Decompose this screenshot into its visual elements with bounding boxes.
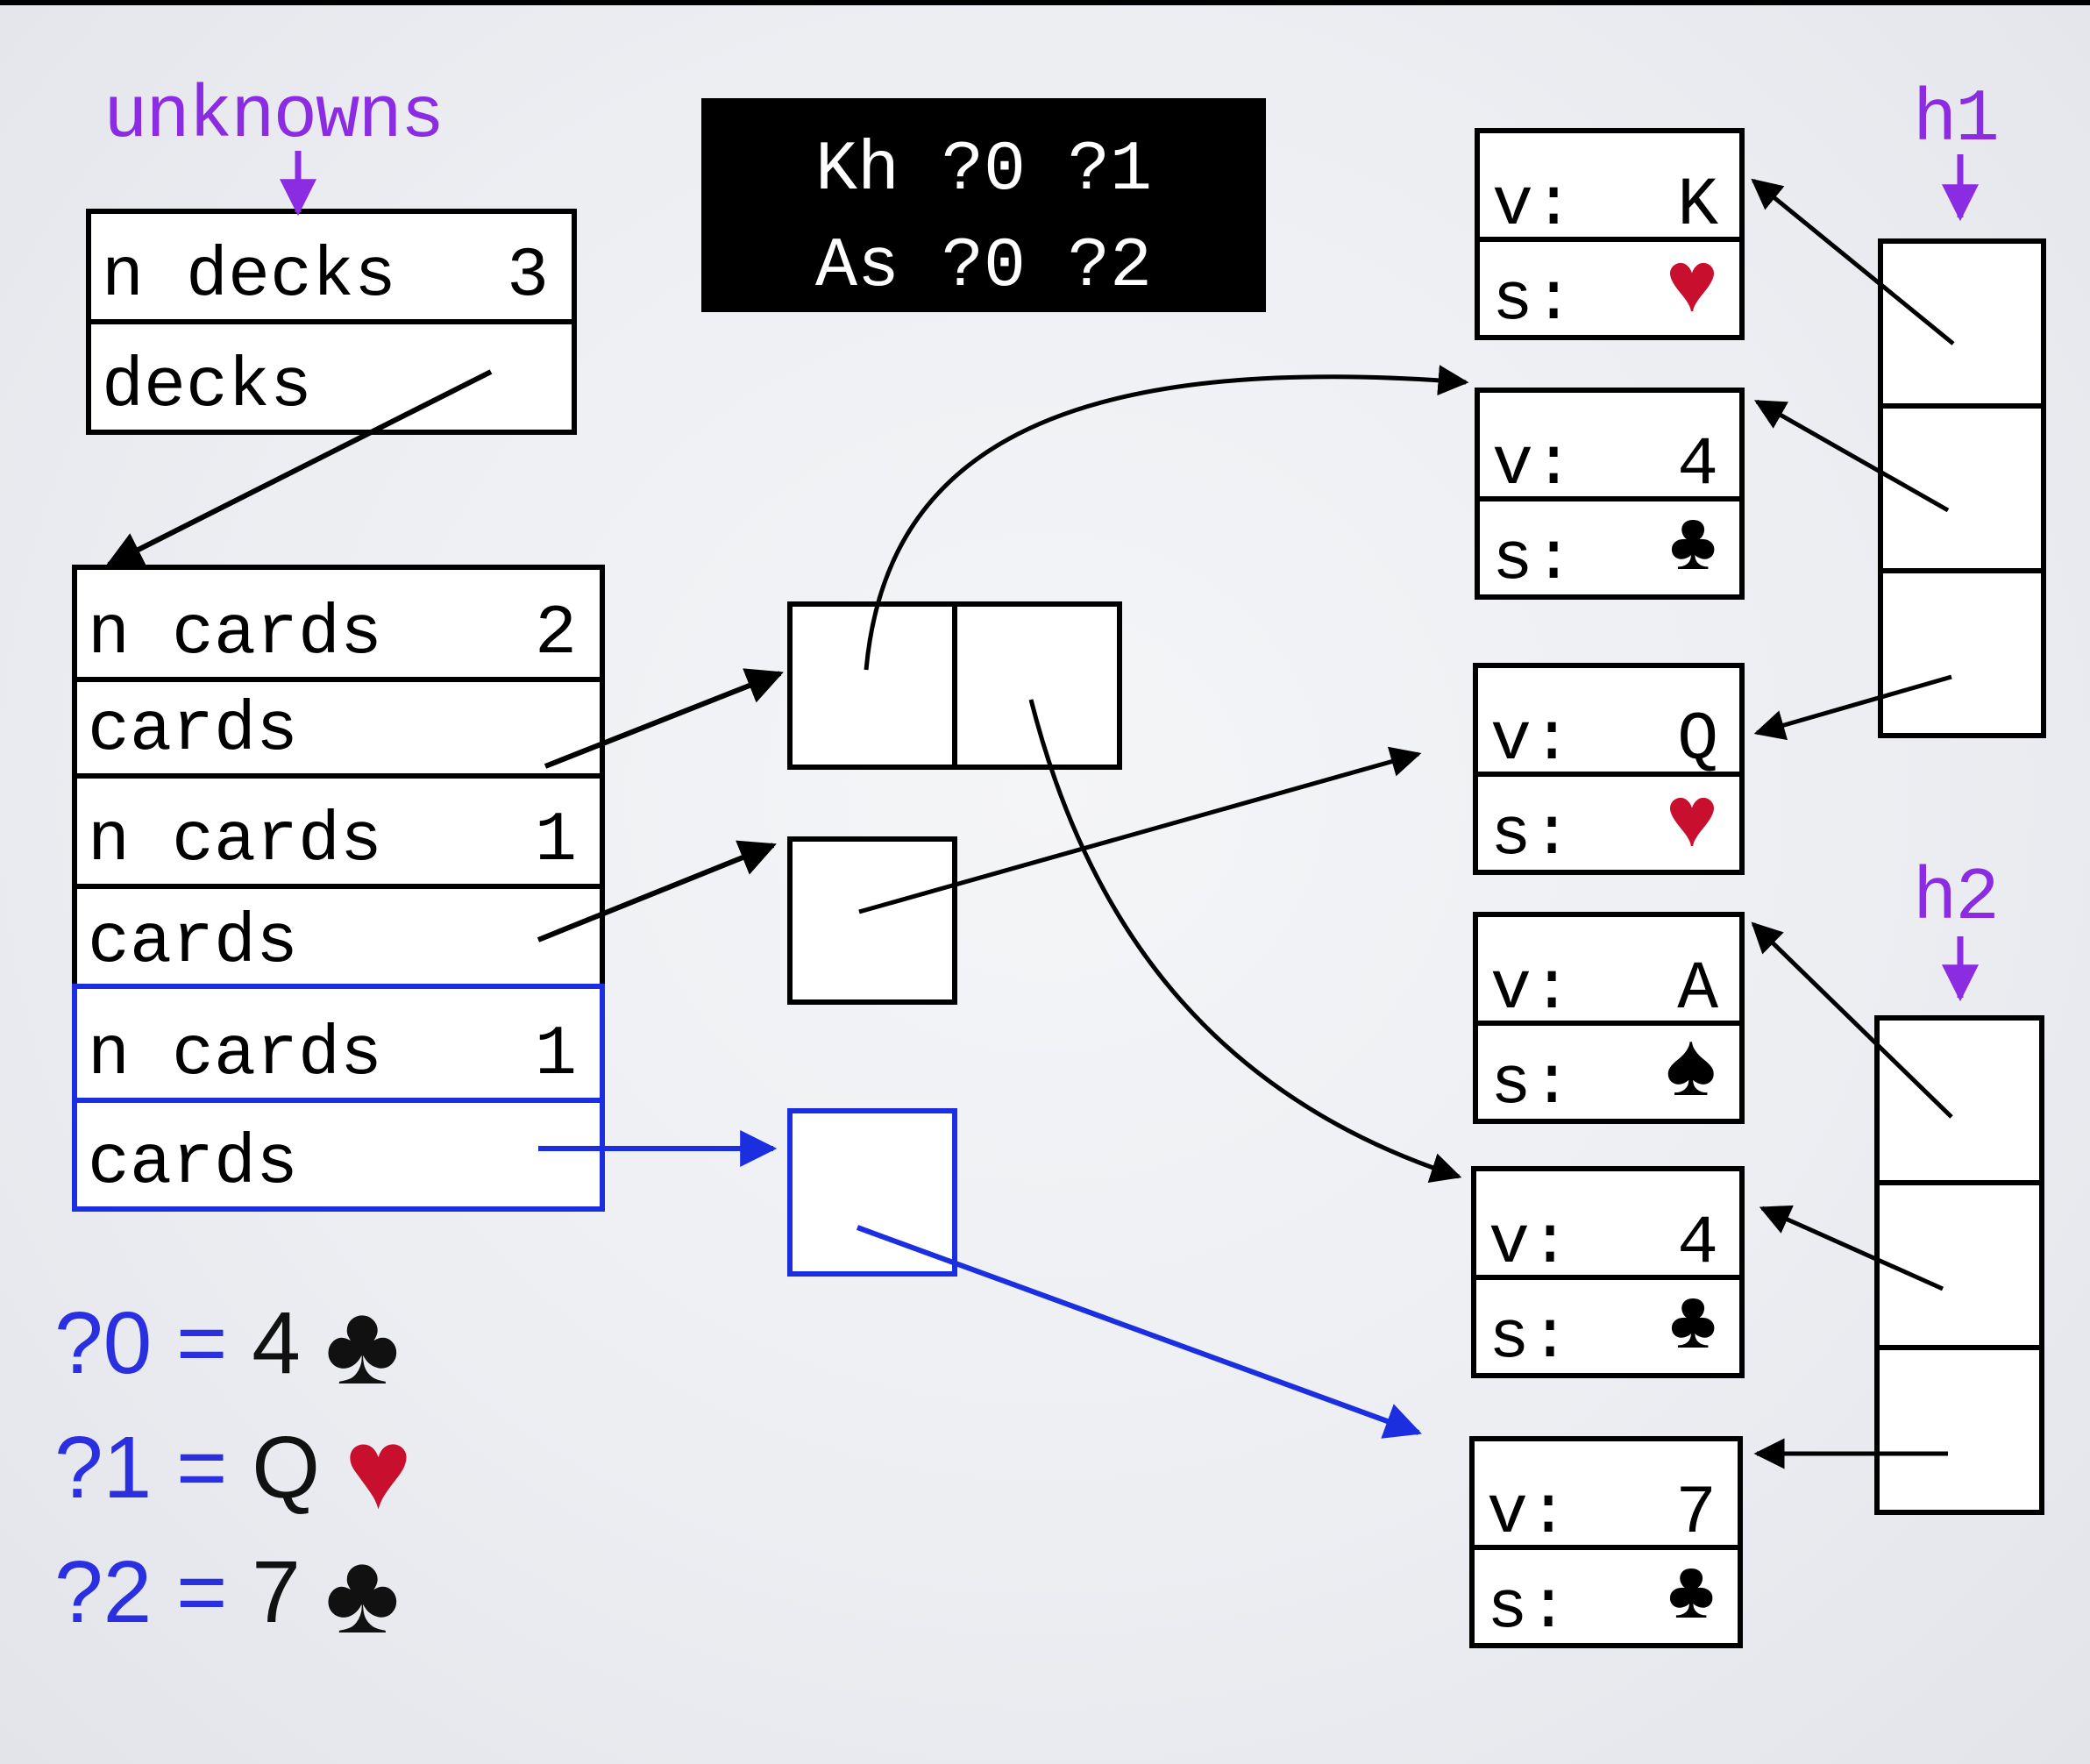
deck-1-cards-label: cards <box>88 903 299 983</box>
n-decks-cell: n decks 3 <box>86 209 577 324</box>
spade-icon: ♠ <box>1663 1020 1718 1123</box>
deck-1-card-0-arrow <box>858 746 1422 914</box>
heart-icon: ♥ <box>1665 774 1718 873</box>
card-0: v: K s: ♥ <box>1475 128 1745 340</box>
deck-0-n-cards-label: n cards <box>88 594 383 674</box>
deck-0-card-0-arrow <box>864 365 1469 671</box>
top-bar <box>0 0 2090 5</box>
card-0-value: K <box>1677 167 1718 245</box>
h2-1-arrow <box>1759 1205 1944 1291</box>
decks-pointer-arrow <box>105 369 493 567</box>
card-3-value: A <box>1677 951 1718 1028</box>
deck-2-cards-label: cards <box>88 1124 299 1204</box>
legend-0-name: ?0 <box>54 1294 153 1392</box>
hand-2-code: As ?0 ?2 <box>814 227 1153 307</box>
card-1-s-label: s: <box>1492 522 1575 599</box>
card-4: v: 4 s: ♣ <box>1471 1166 1745 1378</box>
club-icon: ♣ <box>1666 1547 1717 1643</box>
legend-2-eq: = <box>176 1543 228 1641</box>
deck-1-cards-arrow <box>537 840 777 942</box>
h2-label: h2 <box>1913 857 2000 941</box>
card-2-s-label: s: <box>1490 797 1573 874</box>
card-4-value: 4 <box>1677 1206 1718 1283</box>
heart-icon: ♥ <box>1665 239 1718 338</box>
deck-0-n-cards-cell: n cards 2 <box>72 565 605 682</box>
card-4-s-label: s: <box>1489 1300 1571 1377</box>
deck-2-card-pointer-0 <box>787 1108 957 1277</box>
n-decks-value: 3 <box>506 237 549 317</box>
card-2-v-label: v: <box>1490 702 1573 779</box>
deck-0-card-1-arrow <box>1028 699 1462 1183</box>
decks-cell: decks <box>86 319 577 435</box>
h2-slot-1 <box>1874 1180 2044 1350</box>
legend-row-0: ?0 = 4 ♣ <box>54 1287 400 1401</box>
club-icon: ♣ <box>324 1280 400 1408</box>
heart-icon: ♥ <box>344 1405 413 1533</box>
n-decks-label: n decks <box>102 237 397 317</box>
card-1: v: 4 s: ♣ <box>1475 388 1745 600</box>
deck-0-cards-arrow <box>544 668 784 769</box>
deck-0-cards-cell: cards <box>72 677 605 779</box>
legend-0-rank: 4 <box>252 1294 301 1392</box>
club-icon: ♣ <box>1667 1277 1718 1373</box>
card-5-value: 7 <box>1675 1476 1717 1553</box>
deck-0-card-pointer-1 <box>952 601 1122 770</box>
decks-label: decks <box>102 347 313 427</box>
card-3-s-label: s: <box>1490 1046 1573 1123</box>
deck-2-n-cards-label: n cards <box>88 1015 383 1095</box>
deck-1-cards-cell: cards <box>72 884 605 991</box>
legend-1-name: ?1 <box>54 1419 153 1517</box>
h2-0-arrow <box>1751 921 1953 1119</box>
h1-1-arrow <box>1753 399 1950 513</box>
deck-1-card-pointer-0 <box>787 836 957 1005</box>
h1-0-arrow <box>1751 178 1955 345</box>
deck-1-n-cards-label: n cards <box>88 801 383 881</box>
h1-2-arrow <box>1753 674 1952 741</box>
card-2-value: Q <box>1677 702 1718 779</box>
h1-label: h1 <box>1913 79 2000 162</box>
deck-0-cards-label: cards <box>88 691 299 771</box>
unknowns-label: unknowns <box>103 75 444 159</box>
deck-2-n-cards-value: 1 <box>534 1015 577 1095</box>
legend-1-eq: = <box>176 1419 228 1517</box>
club-icon: ♣ <box>324 1529 400 1657</box>
card-5-v-label: v: <box>1487 1476 1569 1553</box>
h2-slot-2 <box>1874 1345 2044 1515</box>
deck-1-n-cards-cell: n cards 1 <box>72 773 605 889</box>
card-5: v: 7 s: ♣ <box>1469 1436 1743 1648</box>
card-3-v-label: v: <box>1490 951 1573 1028</box>
legend-0-eq: = <box>176 1294 228 1392</box>
legend-row-2: ?2 = 7 ♣ <box>54 1536 400 1650</box>
card-5-s-label: s: <box>1487 1570 1569 1647</box>
card-3: v: A s: ♠ <box>1473 912 1745 1124</box>
card-0-s-label: s: <box>1492 262 1575 339</box>
card-1-value: 4 <box>1677 427 1718 504</box>
legend-1-rank: Q <box>252 1419 321 1517</box>
legend-row-1: ?1 = Q ♥ <box>54 1412 412 1526</box>
legend-2-rank: 7 <box>252 1543 301 1641</box>
deck-2-n-cards-cell: n cards 1 <box>72 984 605 1103</box>
card-1-v-label: v: <box>1492 427 1575 504</box>
deck-2-cards-cell: cards <box>72 1098 605 1212</box>
hands-code-box: Kh ?0 ?1 As ?0 ?2 <box>701 98 1266 312</box>
card-0-v-label: v: <box>1492 167 1575 245</box>
hand-1-code: Kh ?0 ?1 <box>814 131 1153 210</box>
deck-1-n-cards-value: 1 <box>534 801 577 881</box>
card-4-v-label: v: <box>1489 1206 1571 1283</box>
h1-slot-2 <box>1878 568 2046 738</box>
club-icon: ♣ <box>1667 499 1718 594</box>
legend-2-name: ?2 <box>54 1543 153 1641</box>
deck-0-n-cards-value: 2 <box>534 594 577 674</box>
card-2: v: Q s: ♥ <box>1473 663 1745 875</box>
deck-2-card-0-arrow <box>856 1225 1422 1439</box>
